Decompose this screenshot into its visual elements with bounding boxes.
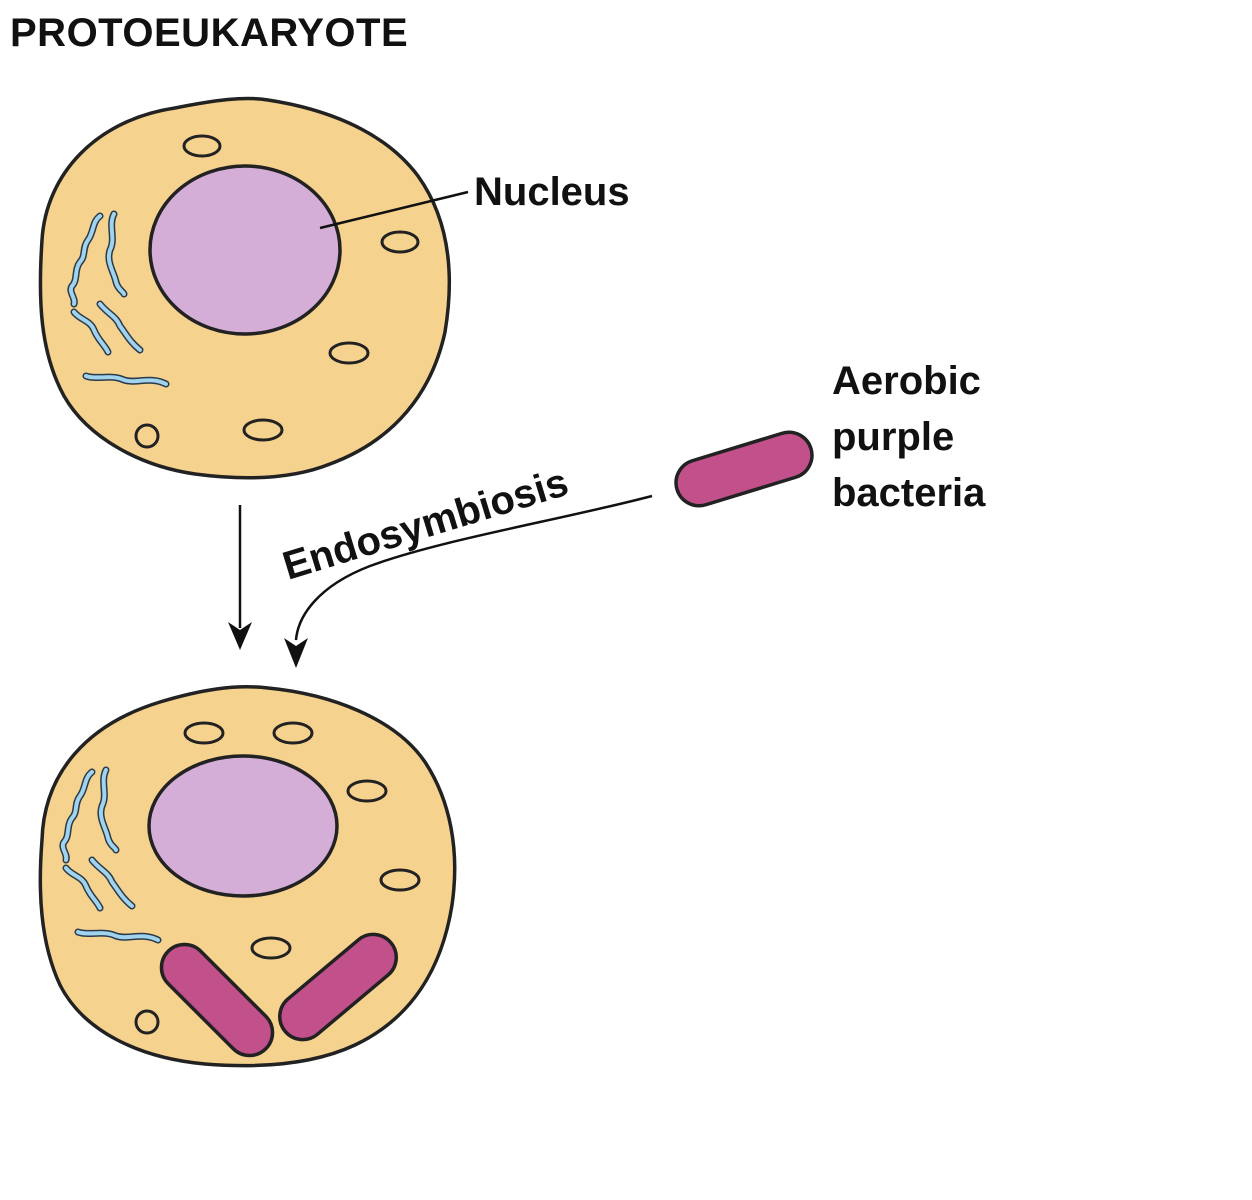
vesicle: [183, 721, 225, 745]
vesicle: [346, 779, 388, 803]
development-arrow: [228, 505, 252, 650]
nucleus: [148, 164, 342, 336]
vesicle: [250, 936, 292, 960]
nucleus-label: Nucleus: [474, 170, 630, 214]
diagram-title: PROTOEUKARYOTE: [10, 11, 408, 55]
bacteria-label-line-1: Aerobic: [832, 359, 981, 403]
nucleus: [147, 754, 339, 898]
nucleus-leader-line: [319, 190, 469, 230]
aerobic-bacterium: [674, 430, 814, 508]
eukaryote-cell: [38, 685, 457, 1068]
vesicle: [379, 868, 421, 892]
mitochondrion-endosymbiont: [278, 932, 398, 1042]
bacteria-label: Aerobic purple bacteria: [832, 359, 986, 515]
endosymbiosis-arrow: [284, 494, 653, 668]
vesicle: [380, 230, 420, 254]
mitochondrion-endosymbiont: [159, 942, 275, 1058]
vesicle: [328, 341, 370, 365]
bacteria-label-line-2: purple: [832, 415, 954, 459]
vesicle: [272, 721, 314, 745]
vesicle: [134, 423, 160, 449]
bacteria-label-line-3: bacteria: [832, 471, 986, 515]
vesicle: [242, 418, 284, 442]
vesicle: [182, 134, 222, 158]
protoeukaryote-cell: [38, 96, 451, 480]
vesicle: [134, 1009, 160, 1035]
